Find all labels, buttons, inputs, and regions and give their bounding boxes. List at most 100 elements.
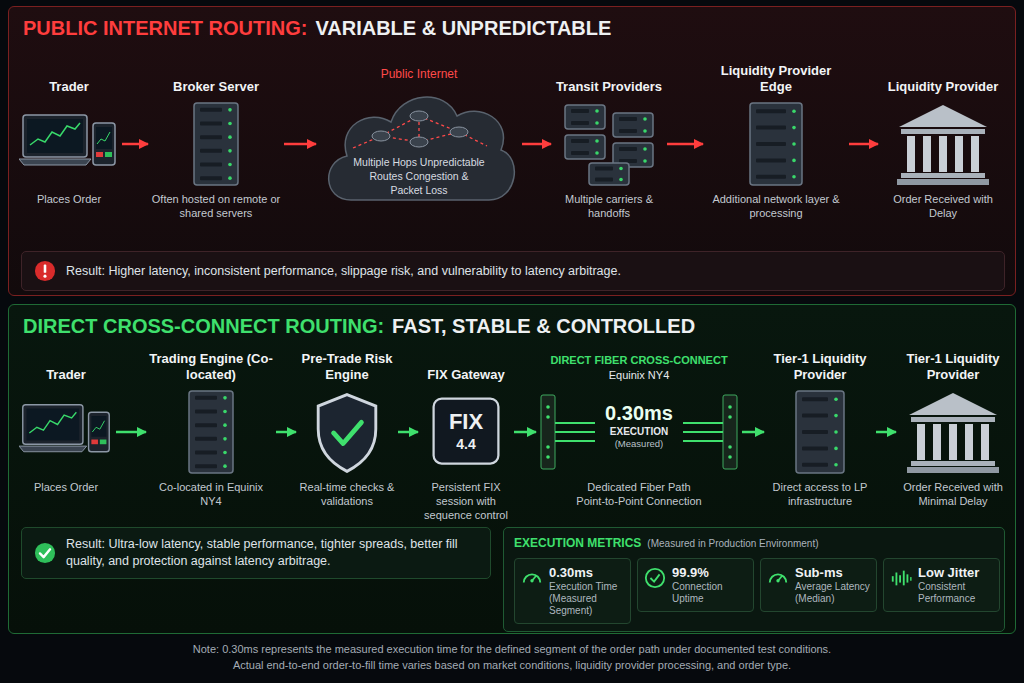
note-area: Note: 0.30ms represents the measured exe…: [0, 641, 1024, 673]
node-heading: Tier-1 Liquidity Provider: [899, 349, 1007, 383]
icon-text: FIX4.4: [421, 409, 511, 453]
result-box: Result: Higher latency, inconsistent per…: [21, 251, 1005, 291]
metric-label: Connection Uptime: [672, 581, 748, 605]
icon-area: 0.30msEXECUTION(Measured): [539, 387, 739, 477]
box-title: EXECUTION METRICS: [514, 536, 641, 550]
node-heading: DIRECT FIBER CROSS-CONNECTEquinix NY4: [539, 349, 739, 383]
node-caption: Point-to-Point Connection: [539, 494, 739, 508]
panel-heading: DIRECT CROSS-CONNECT ROUTING: FAST, STABL…: [23, 315, 695, 338]
icon-area: [19, 387, 113, 477]
icon-area: FIX4.4: [421, 387, 511, 477]
node-heading: FIX Gateway: [421, 349, 511, 383]
metric-icon: [521, 567, 543, 589]
result-box: Result: Ultra-low latency, stable perfor…: [21, 527, 491, 579]
process-node: TraderPlaces Order: [19, 61, 119, 206]
node-title: Trader: [19, 367, 113, 383]
flow-arrow: [284, 143, 316, 146]
icon-area: Multiple Hops Unpredictable Routes Conge…: [319, 82, 519, 206]
node-heading: Trading Engine (Co-located): [149, 349, 273, 383]
node-title: Transit Providers: [554, 79, 664, 95]
icon-label: Multiple Hops Unpredictable Routes Conge…: [353, 155, 485, 197]
trader-icon: [19, 387, 113, 477]
stack-icon: [554, 99, 664, 189]
panel: PUBLIC INTERNET ROUTING:VARIABLE & UNPRE…: [8, 6, 1016, 296]
status-icon: [34, 260, 56, 282]
result-text: Result: Ultra-low latency, stable perfor…: [66, 536, 478, 570]
icon-label: FIX: [421, 409, 511, 435]
metric-label: Average Latency (Median): [795, 581, 871, 605]
node-caption: Persistent FIX session with sequence con…: [421, 480, 511, 522]
icon-label: EXECUTION: [597, 425, 681, 438]
icon-area: [149, 387, 273, 477]
process-node: Liquidity Provider EdgeAdditional networ…: [706, 61, 846, 220]
server-icon: [151, 99, 281, 189]
panel-heading: PUBLIC INTERNET ROUTING:VARIABLE & UNPRE…: [23, 17, 611, 40]
node-title: Trader: [19, 79, 119, 95]
flow-arrow: [667, 143, 703, 146]
process-node: Broker ServerOften hosted on remote or s…: [151, 61, 281, 220]
process-node: TraderPlaces Order: [19, 349, 113, 494]
node-caption: Multiple carriers & handoffs: [554, 192, 664, 220]
panel: DIRECT CROSS-CONNECT ROUTING: FAST, STABL…: [8, 304, 1016, 634]
node-title: Equinix NY4: [539, 368, 739, 383]
flow-arrow: [876, 431, 896, 434]
flow-arrow: [514, 431, 536, 434]
flow-arrow: [522, 143, 551, 146]
node-caption: Often hosted on remote or shared servers: [151, 192, 281, 220]
node-caption: Places Order: [19, 192, 119, 206]
node-heading: Tier-1 Liquidity Provider: [767, 349, 873, 383]
process-node: Public InternetMultiple Hops Unpredictab…: [319, 61, 519, 206]
icon-area: [767, 387, 873, 477]
node-title: Liquidity Provider Edge: [706, 63, 846, 95]
icon-area: [899, 387, 1007, 477]
icon-label: 4.4: [421, 435, 511, 453]
node-title: Liquidity Provider: [881, 79, 1005, 95]
icon-area: [299, 387, 395, 477]
flow-arrow: [276, 431, 296, 434]
metric-value: Sub-ms: [795, 565, 871, 581]
icon-area: [706, 99, 846, 189]
node-heading: Broker Server: [151, 61, 281, 95]
icon-area: [19, 99, 119, 189]
node-heading: Public Internet: [319, 61, 519, 82]
icon-area: [554, 99, 664, 189]
node-heading: Trader: [19, 61, 119, 95]
icon-area: [881, 99, 1005, 189]
panel-title: DIRECT CROSS-CONNECT ROUTING:: [23, 315, 384, 338]
status-icon: [34, 542, 56, 564]
node-heading: Transit Providers: [554, 61, 664, 95]
rack-icon: [706, 99, 846, 189]
box-heading: EXECUTION METRICS(Measured in Production…: [514, 536, 994, 550]
node-heading: Liquidity Provider: [881, 61, 1005, 95]
node-title: Pre-Trade Risk Engine: [299, 351, 395, 383]
process-node: Tier-1 Liquidity ProviderOrder Received …: [899, 349, 1007, 508]
metric-box: Sub-msAverage Latency (Median): [760, 558, 877, 612]
bank-icon: [881, 99, 1005, 189]
metric-icon: [890, 567, 912, 589]
footnote: Actual end-to-end order-to-fill time var…: [0, 657, 1024, 673]
icon-text: Multiple Hops Unpredictable Routes Conge…: [353, 155, 485, 197]
metric-box: 0.30msExecution Time (Measured Segment): [514, 558, 631, 624]
server-icon: [149, 387, 273, 477]
trader-icon: [19, 99, 119, 189]
icon-label: (Measured): [597, 438, 681, 450]
metric-icon: [767, 567, 789, 589]
flow-arrow: [122, 143, 148, 146]
result-text: Result: Higher latency, inconsistent per…: [66, 263, 621, 280]
panel-title: VARIABLE & UNPREDICTABLE: [315, 17, 611, 40]
metric-value: 99.9%: [672, 565, 748, 581]
box-box: EXECUTION METRICS(Measured in Production…: [503, 527, 1005, 632]
icon-text: 0.30msEXECUTION(Measured): [597, 401, 681, 450]
panel-title: FAST, STABLE & CONTROLLED: [392, 315, 695, 338]
rack2-icon: [767, 387, 873, 477]
metric-label: Consistent Performance: [918, 581, 994, 605]
process-node: FIX GatewayFIX4.4Persistent FIX session …: [421, 349, 511, 522]
metric-value: 0.30ms: [549, 565, 625, 581]
node-heading: Trader: [19, 349, 113, 383]
process-node: Liquidity ProviderOrder Received with De…: [881, 61, 1005, 220]
node-caption: Real-time checks & validations: [299, 480, 395, 508]
node-caption: Order Received with Minimal Delay: [899, 480, 1007, 508]
flow-arrow: [398, 431, 418, 434]
process-node: DIRECT FIBER CROSS-CONNECTEquinix NY4 0.3…: [539, 349, 739, 508]
node-caption: Order Received with Delay: [881, 192, 1005, 220]
